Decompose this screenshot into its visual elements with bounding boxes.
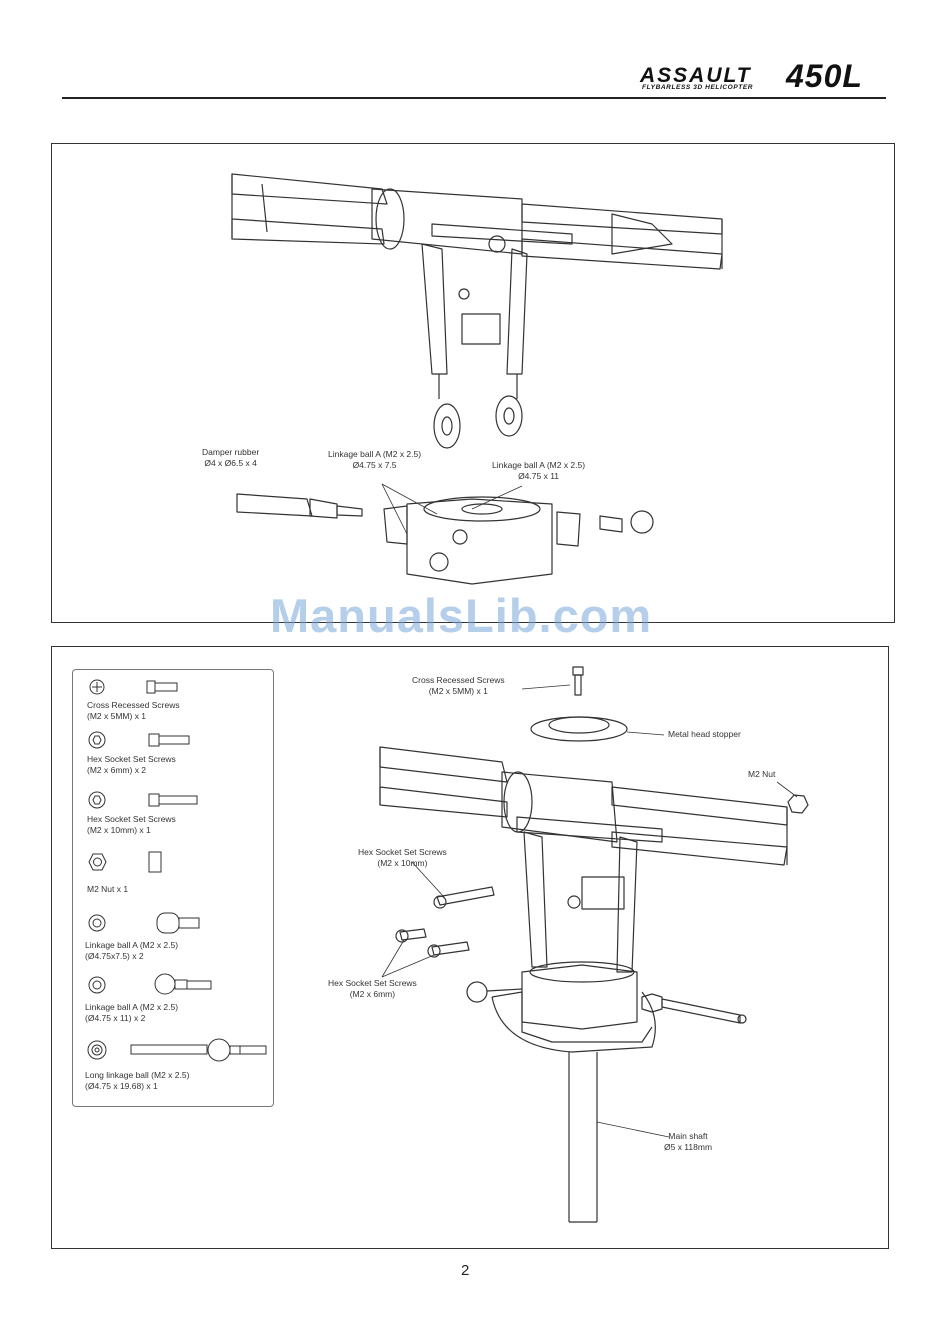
logo-brand-text: ASSAULT <box>640 64 752 87</box>
logo-subtitle: FLYBARLESS 3D HELICOPTER <box>642 84 754 91</box>
label-cross-recessed-screws: Cross Recessed Screws (M2 x 5MM) x 1 <box>412 675 505 696</box>
hex-screw-long-icon <box>88 791 198 809</box>
logo-model-text: 450L <box>786 58 863 94</box>
header-divider <box>62 97 886 99</box>
label-m2-nut: M2 Nut <box>748 769 776 779</box>
label-linkage-ball-11: Linkage ball A (M2 x 2.5) Ø4.75 x 11 <box>492 460 586 481</box>
hex-screw-icon <box>88 731 190 749</box>
panel-top-assembly: Damper rubber Ø4 x Ø6.5 x 4 Linkage ball… <box>51 143 895 623</box>
long-linkage-ball-icon <box>87 1038 267 1062</box>
label-damper-rubber: Damper rubber Ø4 x Ø6.5 x 4 <box>202 447 260 468</box>
rotor-head-drawing-top <box>231 173 723 585</box>
label-main-shaft: Main shaft Ø5 x 118mm <box>664 1131 713 1152</box>
label-hex-socket-10mm: Hex Socket Set Screws (M2 x 10mm) <box>358 847 447 868</box>
rotor-head-drawing-bottom <box>379 666 809 1223</box>
label-hex-socket-6mm: Hex Socket Set Screws (M2 x 6mm) <box>328 978 417 999</box>
brand-logo: ASSAULT 450L FLYBARLESS 3D HELICOPTER <box>640 58 890 98</box>
linkage-ball-long-icon <box>88 973 212 995</box>
page-number: 2 <box>461 1262 470 1279</box>
parts-legend: Cross Recessed Screws (M2 x 5MM) x 1 Hex… <box>72 669 274 1107</box>
label-metal-head-stopper: Metal head stopper <box>668 729 741 739</box>
hex-nut-icon <box>88 851 162 873</box>
cross-screw-icon <box>89 679 178 695</box>
panel-bottom-assembly: Cross Recessed Screws (M2 x 5MM) x 1 Hex… <box>51 646 889 1249</box>
label-linkage-ball-7-5: Linkage ball A (M2 x 2.5) Ø4.75 x 7.5 <box>328 449 422 470</box>
linkage-ball-icon <box>88 912 200 934</box>
watermark: ManualsLib.com <box>270 589 653 642</box>
